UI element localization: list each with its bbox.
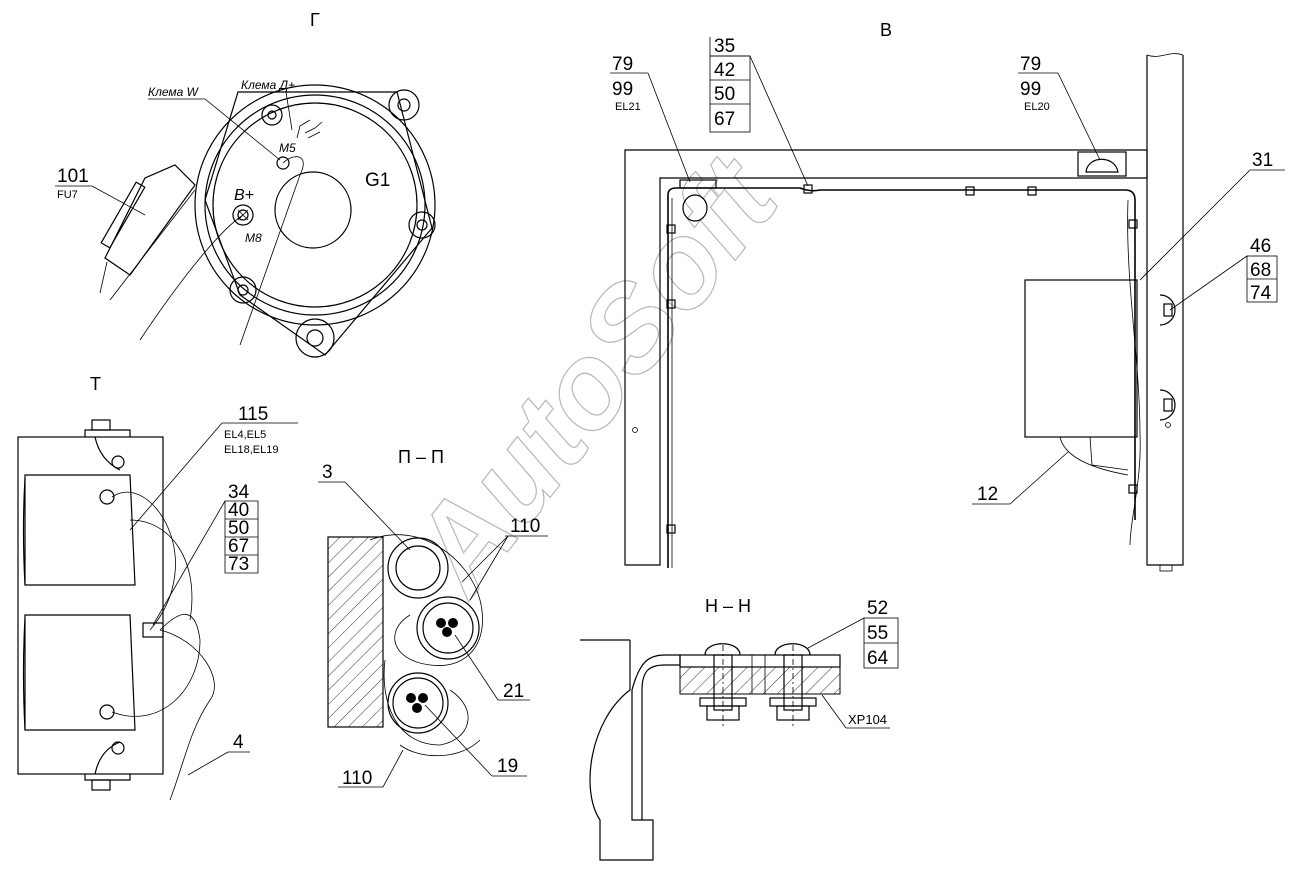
callout-52-num-2: 64 [867, 648, 889, 669]
callout-21-num: 21 [503, 681, 524, 702]
callout-79-left: 79 99 EL21 [610, 54, 691, 183]
bolt-left [699, 643, 747, 728]
callout-34-num-1: 40 [228, 500, 249, 521]
view-t-headlamps: Т 115 EL4,EL5 EL18,EL19 34 [17, 374, 298, 801]
callout-115-sub1: EL4,EL5 [224, 429, 266, 441]
callout-115-num: 115 [238, 404, 268, 425]
callout-xp104: XP104 [821, 694, 890, 729]
callout-34-num-3: 67 [228, 536, 249, 557]
view-g-generator: Г G1 Кл [55, 10, 436, 358]
hatched-wall [327, 536, 384, 728]
view-v-cab: В [610, 20, 1285, 572]
callout-46-num-1: 68 [1250, 260, 1271, 281]
callout-79-right-sub: EL20 [1024, 101, 1050, 113]
callout-19: 19 [424, 704, 527, 777]
callout-79-left-sub: EL21 [615, 101, 641, 113]
callout-110-bottom-num: 110 [342, 768, 372, 789]
terminal-d-label: Клема Д+ [241, 78, 295, 92]
callout-3-num: 3 [322, 462, 333, 483]
generator-name: G1 [365, 170, 390, 191]
callout-34: 34 40 50 67 73 [152, 482, 259, 626]
callout-21: 21 [454, 634, 530, 702]
callout-12: 12 [972, 451, 1069, 505]
callout-31: 31 [1139, 150, 1285, 281]
callout-79-right-num-1: 99 [1020, 79, 1041, 100]
lamp-el20 [1077, 151, 1127, 177]
callout-34-num-0: 34 [228, 482, 250, 503]
callout-46: 46 68 74 [1169, 236, 1278, 311]
callout-3: 3 [318, 462, 411, 551]
m8-label: M8 [245, 231, 262, 245]
electrical-box-12 [1024, 279, 1138, 476]
callout-110-bottom: 110 [338, 749, 404, 789]
callout-35-num-3: 67 [714, 109, 735, 130]
callout-12-num: 12 [977, 484, 998, 505]
callout-79-left-num-0: 79 [612, 54, 633, 75]
callout-101-num: 101 [57, 166, 89, 187]
callout-115: 115 EL4,EL5 EL18,EL19 [129, 404, 298, 531]
view-label-nn: Н – Н [705, 596, 751, 616]
watermark: AutoSoft [383, 130, 805, 618]
m5-label: M5 [279, 141, 296, 155]
view-label-g: Г [310, 10, 320, 30]
lamp-el21 [679, 179, 717, 222]
harness-clips [666, 184, 1138, 534]
callout-79-right-num-0: 79 [1020, 54, 1041, 75]
callout-101-sub: FU7 [57, 189, 78, 201]
callout-35-num-1: 42 [714, 60, 735, 81]
callout-xp104-label: XP104 [848, 712, 887, 727]
view-label-t: Т [90, 374, 101, 394]
callout-115-sub2: EL18,EL19 [224, 444, 278, 456]
view-label-v: В [880, 20, 892, 40]
callout-35-num-2: 50 [714, 84, 735, 105]
view-label-pp: П – П [398, 447, 444, 467]
callout-52-num-1: 55 [867, 623, 888, 644]
callout-79-left-num-1: 99 [612, 79, 633, 100]
callout-34-num-2: 50 [228, 518, 249, 539]
callout-79-right: 79 99 EL20 [1018, 54, 1101, 161]
callout-101: 101 FU7 [55, 166, 146, 216]
callout-4-num: 4 [233, 732, 244, 753]
callout-4: 4 [187, 732, 250, 776]
callout-52-num-0: 52 [867, 598, 888, 619]
callout-34-num-4: 73 [228, 554, 249, 575]
callout-110-top: 110 [461, 516, 548, 601]
callout-46-num-0: 46 [1250, 236, 1271, 257]
callout-46-num-2: 74 [1250, 283, 1272, 304]
terminal-w-label: Клема W [148, 85, 200, 99]
bolt-right [769, 643, 817, 728]
callout-31-num: 31 [1252, 150, 1273, 171]
callout-35-num-0: 35 [714, 36, 735, 57]
right-rail-bolts [1159, 294, 1176, 421]
generator-body [99, 84, 436, 358]
view-nn-section: Н – Н 52 55 [580, 596, 899, 861]
callout-110-top-num: 110 [510, 516, 540, 537]
callout-52: 52 55 64 [807, 598, 899, 669]
b-plus-label: B+ [234, 187, 254, 204]
callout-35: 35 42 50 67 [709, 36, 809, 187]
insulated-plates [679, 654, 841, 695]
view-pp-section: П – П 3 110 21 110 [318, 447, 548, 789]
callout-19-num: 19 [497, 756, 518, 777]
